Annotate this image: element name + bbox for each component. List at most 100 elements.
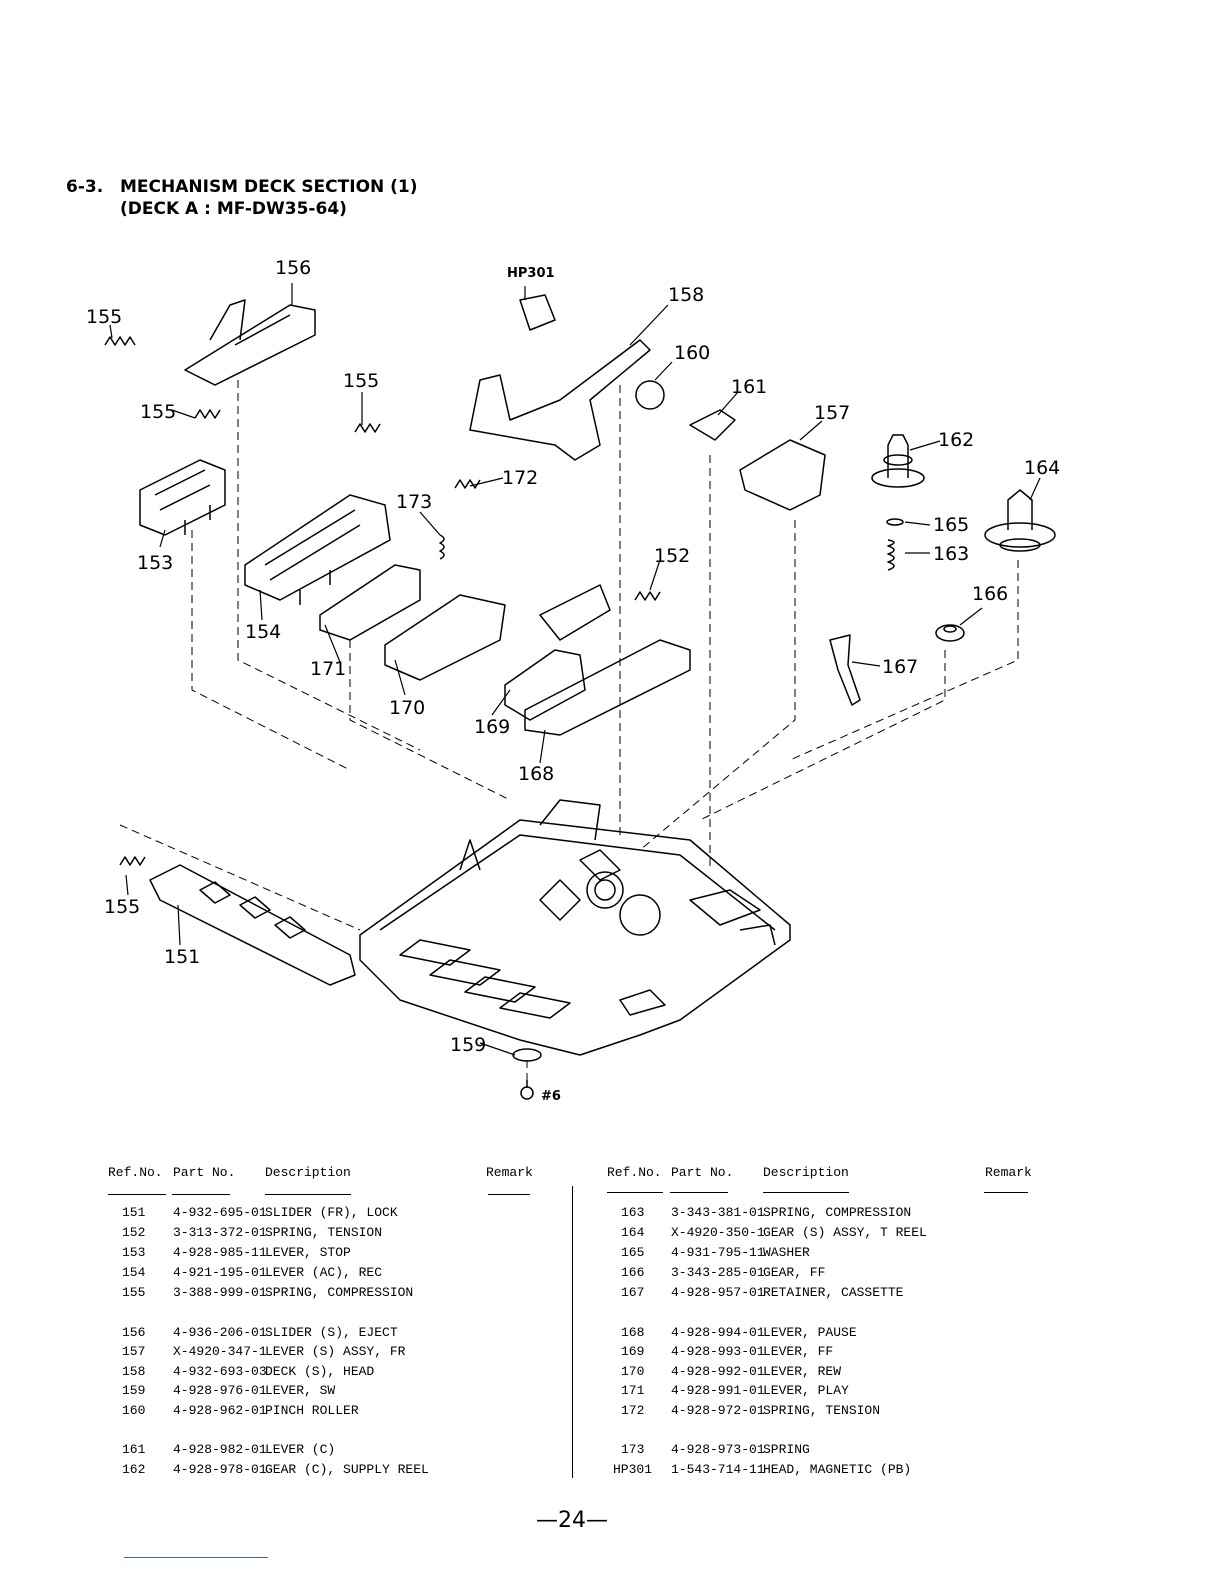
header-part-left: Part No. [173, 1165, 236, 1180]
cell-part: 1-543-714-11 [671, 1462, 765, 1477]
cell-part: 4-921-195-01 [173, 1265, 267, 1280]
cell-ref: 171 [621, 1383, 645, 1398]
cell-desc: LEVER, PAUSE [763, 1325, 857, 1340]
callout-163: 163 [933, 543, 969, 565]
cell-ref: 156 [122, 1325, 146, 1340]
callout-166: 166 [972, 583, 1008, 605]
cell-desc: DECK (S), HEAD [265, 1364, 375, 1379]
cell-ref: 167 [621, 1285, 645, 1300]
cell-ref: 170 [621, 1364, 645, 1379]
part-164-take-up-reel-gear [984, 489, 1056, 552]
part-156-slider-eject [184, 299, 316, 386]
callout-170: 170 [389, 697, 425, 719]
callout-screw-6: #6 [541, 1089, 561, 1104]
cell-ref: 166 [621, 1265, 645, 1280]
header-desc-left: Description [265, 1165, 351, 1180]
cell-part: 4-928-994-01 [671, 1325, 765, 1340]
cell-part: 4-928-991-01 [671, 1383, 765, 1398]
cell-desc: LEVER, STOP [265, 1245, 351, 1260]
cell-desc: SPRING, TENSION [265, 1225, 383, 1240]
cell-part: 3-343-285-01 [671, 1265, 765, 1280]
part-153-lever-stop [139, 459, 226, 536]
cell-desc: LEVER, REW [763, 1364, 842, 1379]
header-underline [763, 1192, 849, 1193]
cell-part: 4-936-206-01 [173, 1325, 267, 1340]
part-154-lever-rec [244, 494, 391, 605]
callout-155-c: 155 [343, 370, 379, 392]
header-underline [607, 1192, 663, 1193]
cell-ref: 168 [621, 1325, 645, 1340]
section-title: MECHANISM DECK SECTION (1) [120, 177, 418, 197]
cell-part: 3-388-999-01 [173, 1285, 267, 1300]
cell-desc: GEAR, FF [763, 1265, 826, 1280]
section-subtitle: (DECK A : MF-DW35-64) [120, 199, 347, 219]
cell-desc: SLIDER (FR), LOCK [265, 1205, 398, 1220]
cell-part: 4-928-962-01 [173, 1403, 267, 1418]
cell-part: 3-313-372-01 [173, 1225, 267, 1240]
cell-part: 4-928-985-11 [173, 1245, 267, 1260]
cell-part: 4-928-993-01 [671, 1344, 765, 1359]
cell-part: 4-931-795-11 [671, 1245, 765, 1260]
cell-ref: HP301 [613, 1462, 653, 1477]
callout-162: 162 [938, 429, 974, 451]
callout-169: 169 [474, 716, 510, 738]
cell-ref: 154 [122, 1265, 146, 1280]
cell-desc: LEVER (S) ASSY, FR [265, 1344, 406, 1359]
cell-part: 4-928-992-01 [671, 1364, 765, 1379]
callout-161: 161 [731, 376, 767, 398]
callout-labels: 156 155 155 155 HP301 158 160 161 157 16… [86, 257, 1060, 1104]
cell-part: 4-928-978-01 [173, 1462, 267, 1477]
part-162-supply-reel-gear [871, 434, 925, 488]
cell-ref: 152 [122, 1225, 146, 1240]
part-168-171-levers [319, 564, 691, 736]
cell-desc: SPRING, COMPRESSION [265, 1285, 414, 1300]
callout-172: 172 [502, 467, 538, 489]
callout-155-a: 155 [86, 306, 122, 328]
callout-168: 168 [518, 763, 554, 785]
part-163-165-spring-washer [886, 518, 904, 571]
callout-158: 158 [668, 284, 704, 306]
leader-lines [109, 283, 1041, 1056]
cell-part: 4-928-976-01 [173, 1383, 267, 1398]
callout-171: 171 [310, 658, 346, 680]
cell-desc: RETAINER, CASSETTE [763, 1285, 904, 1300]
callout-164: 164 [1024, 457, 1060, 479]
cell-desc: LEVER, SW [265, 1383, 336, 1398]
cell-part: 3-343-381-01 [671, 1205, 765, 1220]
exploded-view-diagram: 156 155 155 155 HP301 158 160 161 157 16… [86, 257, 1060, 1104]
chassis-base [359, 799, 791, 1056]
callout-153: 153 [137, 552, 173, 574]
cell-desc: HEAD, MAGNETIC (PB) [763, 1462, 912, 1477]
callout-152: 152 [654, 545, 690, 567]
callout-156: 156 [275, 257, 311, 279]
cell-ref: 158 [122, 1364, 146, 1379]
footer-rule [124, 1557, 268, 1558]
header-ref-left: Ref.No. [108, 1165, 163, 1180]
cell-desc: LEVER, PLAY [763, 1383, 849, 1398]
header-underline [984, 1192, 1028, 1193]
cell-ref: 161 [122, 1442, 146, 1457]
header-remark-right: Remark [985, 1165, 1032, 1180]
cell-ref: 172 [621, 1403, 645, 1418]
cell-desc: LEVER, FF [763, 1344, 834, 1359]
assembly-guide-lines [119, 380, 1019, 1080]
header-part-right: Part No. [671, 1165, 734, 1180]
cell-part: 4-928-973-01 [671, 1442, 765, 1457]
table-column-separator [572, 1186, 573, 1478]
cell-desc: LEVER (AC), REC [265, 1265, 383, 1280]
cell-part: X-4920-347-1 [173, 1344, 267, 1359]
cell-ref: 151 [122, 1205, 146, 1220]
cell-desc: GEAR (C), SUPPLY REEL [265, 1462, 429, 1477]
cell-ref: 162 [122, 1462, 146, 1477]
cell-ref: 164 [621, 1225, 645, 1240]
header-underline [108, 1194, 166, 1195]
cell-part: 4-928-982-01 [173, 1442, 267, 1457]
cell-part: 4-932-695-01 [173, 1205, 267, 1220]
cell-ref: 165 [621, 1245, 645, 1260]
cell-desc: SPRING, TENSION [763, 1403, 881, 1418]
cell-ref: 157 [122, 1344, 146, 1359]
callout-159: 159 [450, 1034, 486, 1056]
page-number: —24— [536, 1508, 608, 1533]
header-remark-left: Remark [486, 1165, 533, 1180]
cell-desc: LEVER (C) [265, 1442, 336, 1457]
